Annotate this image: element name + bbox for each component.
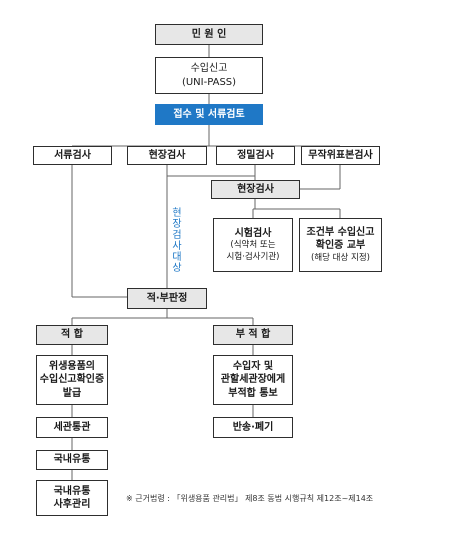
node-sanitary-cert: 위생용품의 수입신고확인증 발급 xyxy=(36,355,108,405)
node-return-disposal: 반송·폐기 xyxy=(213,417,293,438)
node-judgment: 적·부판정 xyxy=(127,288,207,309)
node-applicant: 민 원 인 xyxy=(155,24,263,45)
node-receipt-review: 접수 및 서류검토 xyxy=(155,104,263,125)
node-post-management: 국내유통 사후관리 xyxy=(36,480,108,516)
lab-test-title: 시험검사 xyxy=(234,227,272,239)
conditional-import-title: 조건부 수입신고 확인증 교부 xyxy=(306,226,375,252)
node-onsite-inspection-top: 현장검사 xyxy=(127,146,207,165)
node-conditional-import: 조건부 수입신고 확인증 교부 (해당 대상 지정) xyxy=(299,218,382,272)
node-fail: 부 적 합 xyxy=(213,325,293,345)
footnote: ※ 근거법령 : 「위생용품 관리법」 제8조 동법 시행규칙 제12조~제14… xyxy=(126,494,374,503)
node-fail-notice: 수입자 및 관할세관장에게 부적합 통보 xyxy=(213,355,293,405)
node-precision-inspection: 정밀검사 xyxy=(216,146,295,165)
node-customs-clearance: 세관통관 xyxy=(36,417,108,438)
node-import-report: 수입신고 (UNI-PASS) xyxy=(155,57,263,94)
node-lab-test: 시험검사 (식약처 또는 시험·검사기관) xyxy=(213,218,293,272)
side-label-onsite-target: 현장검사대상 xyxy=(172,208,182,274)
lab-test-note: (식약처 또는 시험·검사기관) xyxy=(226,240,280,262)
node-doc-inspection: 서류검사 xyxy=(33,146,112,165)
node-random-sampling: 무작위표본검사 xyxy=(301,146,380,165)
node-onsite-inspection-mid: 현장검사 xyxy=(211,180,300,199)
node-domestic-distribution: 국내유통 xyxy=(36,450,108,470)
conditional-import-note: (해당 대상 지정) xyxy=(311,252,370,263)
node-pass: 적 합 xyxy=(36,325,108,345)
